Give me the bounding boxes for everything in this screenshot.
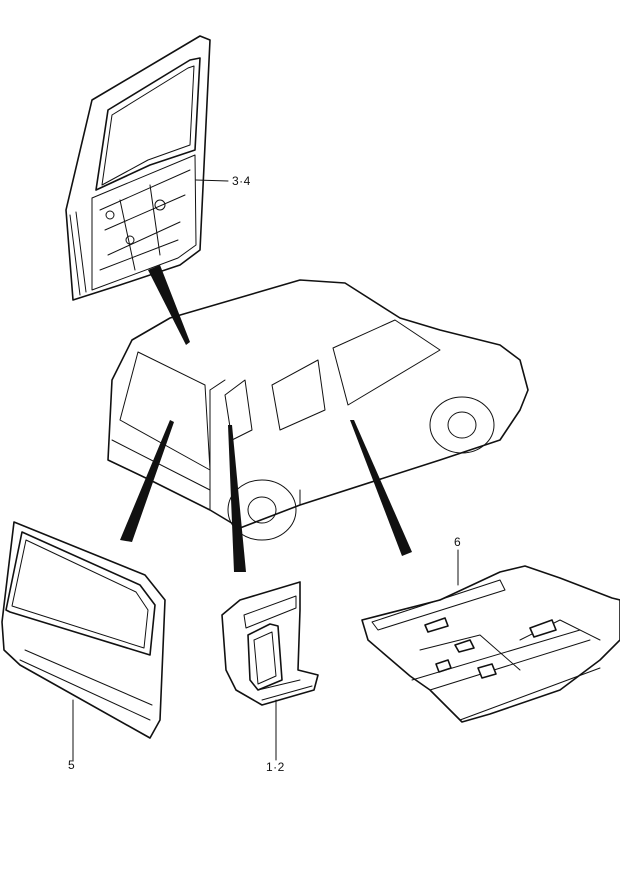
side-door-part[interactable] bbox=[65, 35, 229, 301]
tailgate-part[interactable] bbox=[1, 521, 166, 761]
callout-label-tailgate: 5 bbox=[68, 758, 76, 772]
door-arrow bbox=[148, 265, 190, 345]
callout-label-door: 3·4 bbox=[232, 174, 251, 188]
pillar-panel-part[interactable] bbox=[221, 581, 319, 761]
callout-label-floor: 6 bbox=[454, 535, 462, 549]
floor-arrow bbox=[350, 420, 412, 556]
vehicle-body bbox=[107, 279, 529, 541]
pillar-arrow bbox=[228, 425, 246, 572]
tailgate-arrow bbox=[120, 420, 174, 542]
callout-label-pillar: 1·2 bbox=[266, 760, 285, 774]
floor-pan-part[interactable] bbox=[361, 549, 620, 723]
